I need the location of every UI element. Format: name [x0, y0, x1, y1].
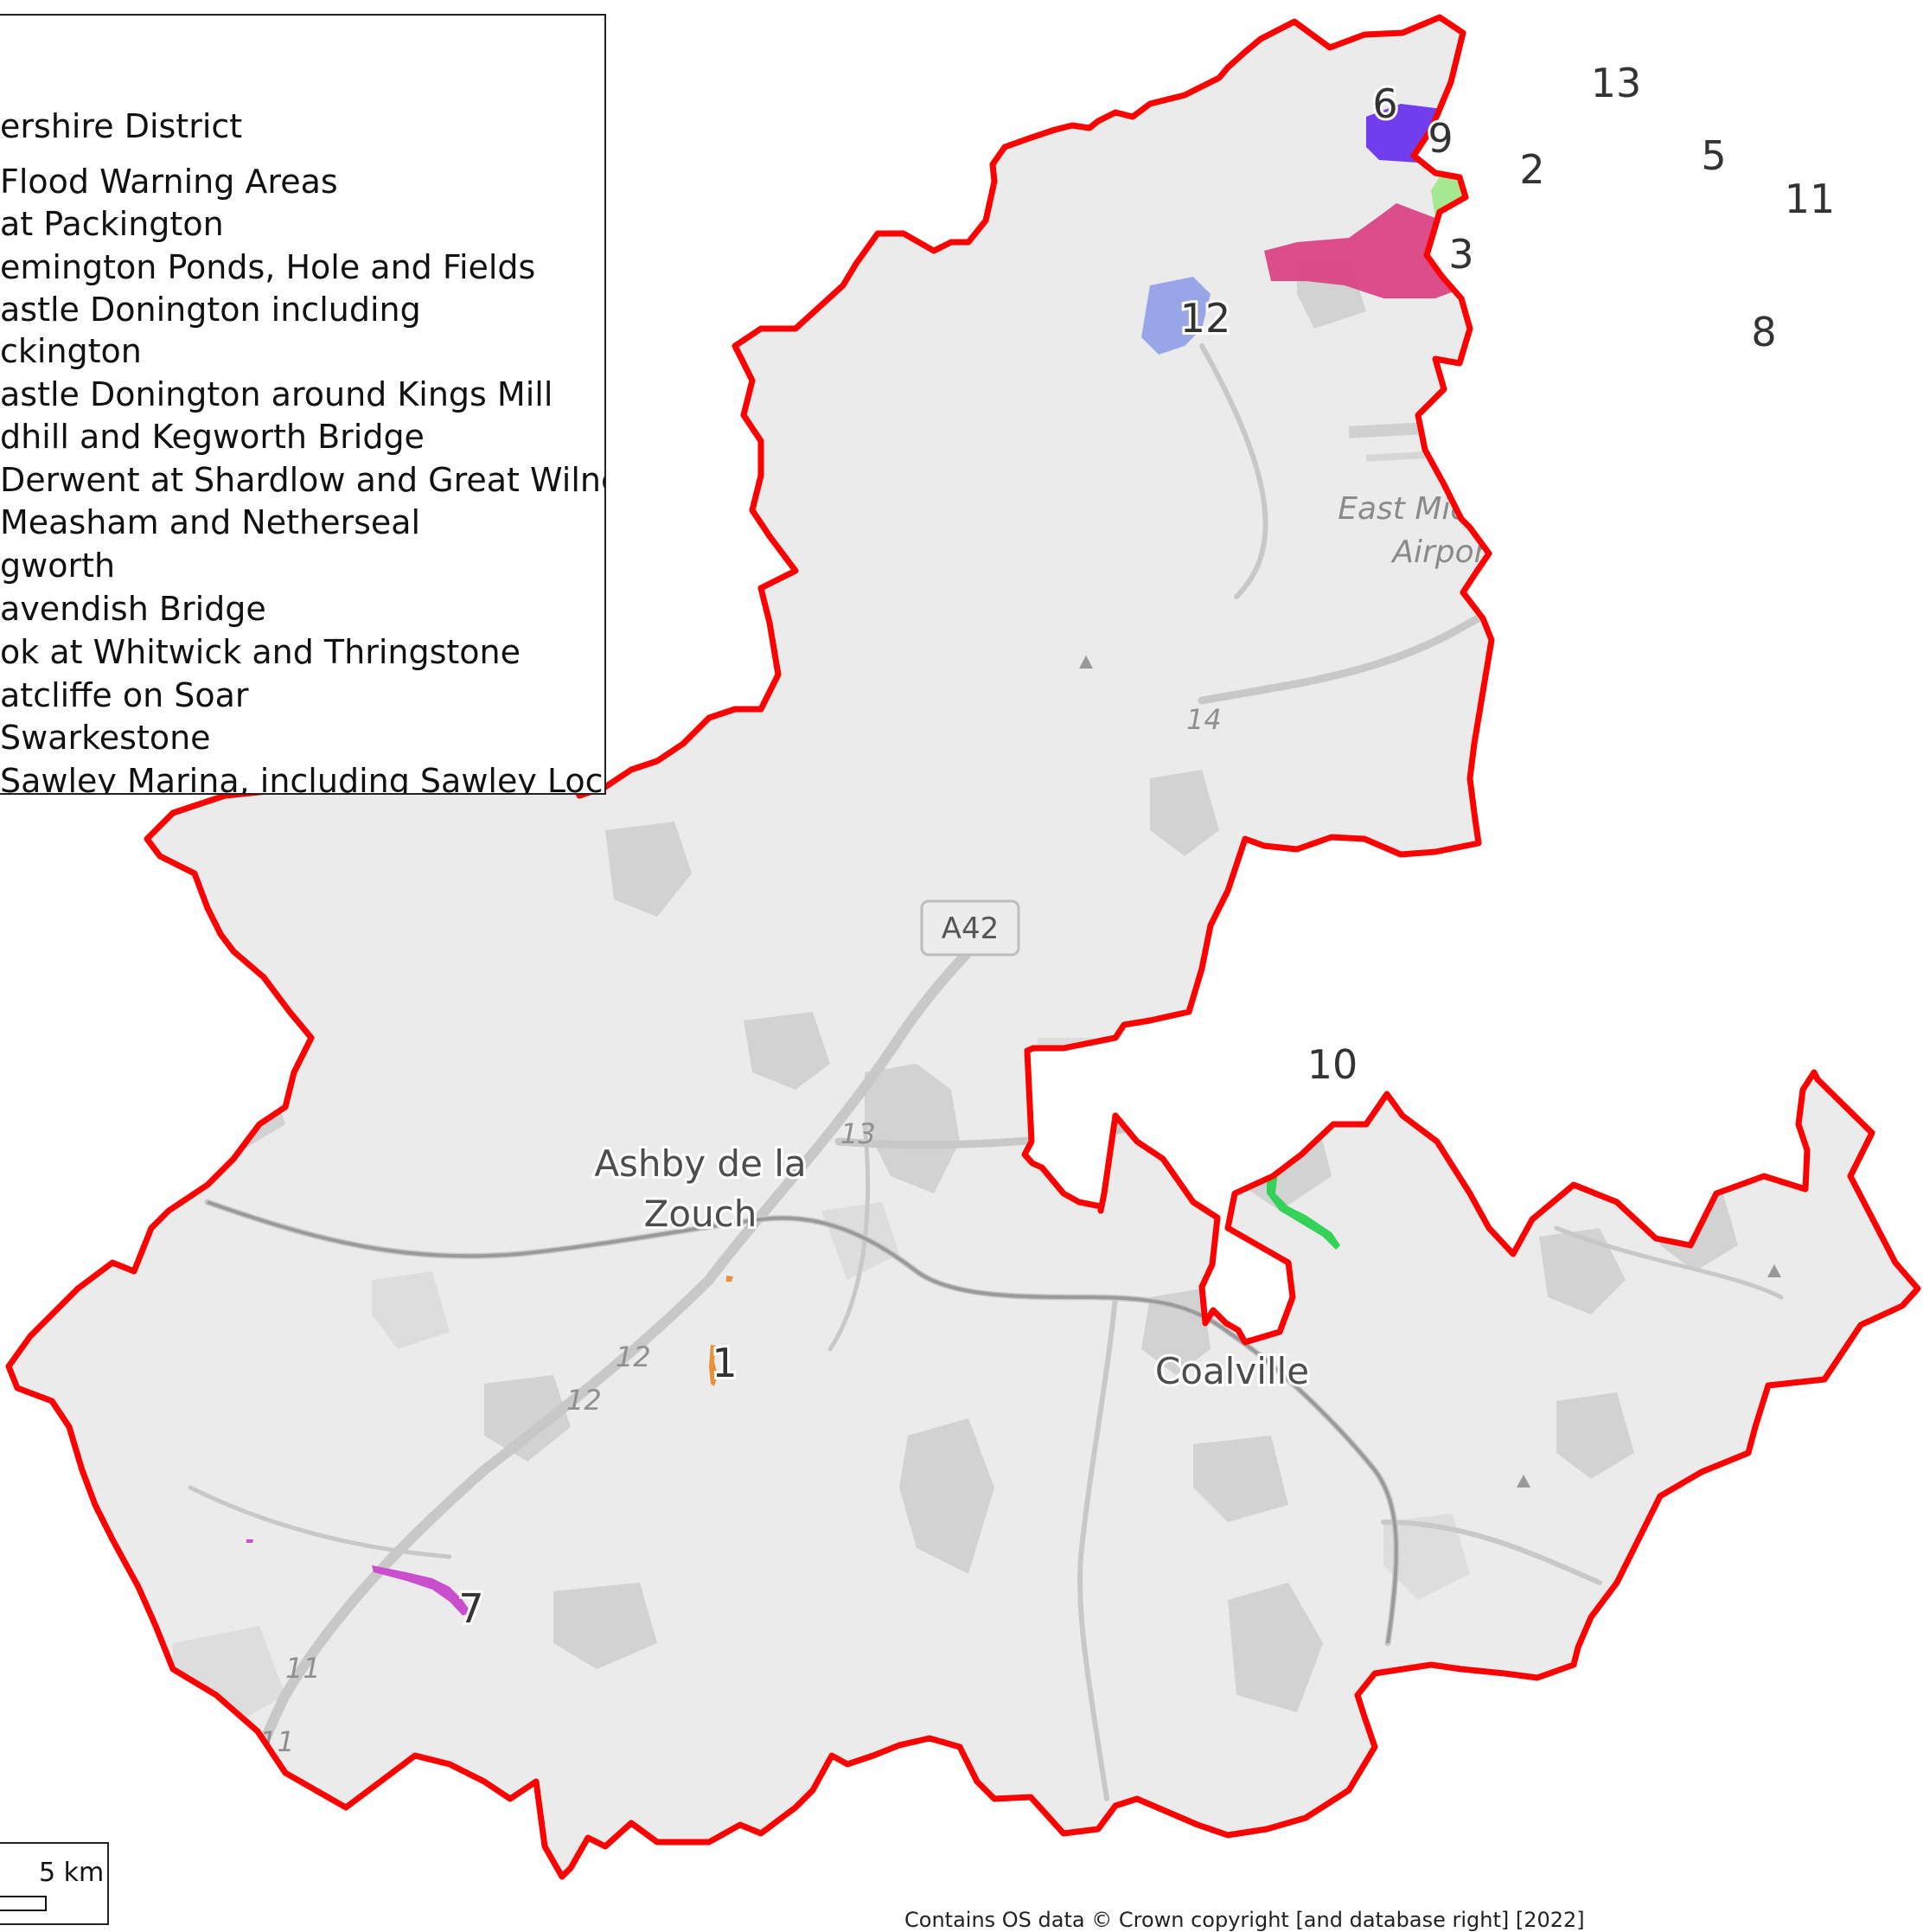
legend-item: atcliffe on Soar — [0, 676, 249, 714]
legend-item: ckington — [0, 332, 142, 370]
legend-item: dhill and Kegworth Bridge — [0, 418, 425, 456]
flood-area-1b — [726, 1276, 733, 1282]
legend-item: emington Ponds, Hole and Fields — [0, 248, 536, 286]
legend-item: Derwent at Shardlow and Great Wilne — [0, 461, 606, 499]
place-ashby-line2: Zouch — [644, 1193, 757, 1235]
flood-area-7 — [372, 1565, 471, 1615]
area-label-12: 12 — [1180, 295, 1231, 342]
scale-bar-segment — [0, 1896, 47, 1911]
legend-item: gworth — [0, 547, 116, 585]
junction-24-2: 24A — [1578, 160, 1632, 193]
legend-item: ok at Whitwick and Thringstone — [0, 633, 521, 671]
district-boundary — [5, 14, 1921, 1880]
flood-area-1 — [709, 1345, 718, 1386]
legend-item: avendish Bridge — [0, 590, 266, 628]
area-label-5: 5 — [1701, 132, 1726, 179]
flood-area-7b — [246, 1539, 253, 1543]
svg-text:A42: A42 — [942, 912, 1000, 946]
junction-23a-2: 23A — [1561, 579, 1615, 612]
flood-area-8 — [1677, 216, 1824, 588]
legend-item: Swarkestone — [0, 719, 211, 757]
legend-item: Flood Warning Areas — [0, 163, 338, 201]
road-shield-a42: A42 — [920, 899, 1020, 956]
attribution-text: Contains OS data © Crown copyright [and … — [904, 1908, 1585, 1932]
junction-14: 14 — [1186, 703, 1222, 736]
legend-item: Sawley Marina, including Sawley Lock — [0, 762, 606, 795]
area-label-8: 8 — [1751, 309, 1776, 355]
area-label-11: 11 — [1785, 176, 1836, 222]
junction-13: 13 — [840, 1117, 876, 1150]
scale-bar-label: 5 km — [39, 1858, 105, 1888]
place-coalville: Coalville — [1155, 1350, 1309, 1392]
svg-text:A512: A512 — [1204, 1057, 1281, 1091]
area-label-1: 1 — [712, 1340, 737, 1386]
junction-11a: 11 — [285, 1652, 321, 1685]
road-shield-a512: A512 — [1185, 1045, 1300, 1102]
junction-23a-1: 23A — [1575, 484, 1630, 517]
legend-item: Measham and Netherseal — [0, 503, 421, 541]
area-label-13: 13 — [1591, 60, 1642, 106]
area-label-10: 10 — [1307, 1041, 1358, 1088]
flood-area-12 — [1141, 277, 1211, 355]
legend-item: at Packington — [0, 205, 224, 243]
area-label-7: 7 — [458, 1585, 483, 1632]
area-label-2: 2 — [1519, 146, 1544, 193]
legend-item: astle Donington including — [0, 291, 421, 329]
junction-24-3: 24 — [1608, 203, 1644, 236]
map-legend: ershire District Flood Warning Areas at … — [0, 14, 606, 795]
legend-item: astle Donington around Kings Mill — [0, 375, 553, 413]
legend-item: ershire District — [0, 107, 243, 145]
place-airport-line1: East Midlands — [1338, 491, 1554, 527]
place-ashby-line1: Ashby de la — [594, 1142, 806, 1185]
area-label-3: 3 — [1448, 231, 1473, 278]
junction-24-1: 24 — [1621, 342, 1657, 374]
junction-12b: 12 — [566, 1384, 602, 1417]
scale-bar: 5 km — [0, 1842, 109, 1925]
area-label-6: 6 — [1372, 80, 1397, 127]
area-label-9: 9 — [1428, 115, 1453, 162]
junction-12a: 12 — [616, 1340, 651, 1373]
